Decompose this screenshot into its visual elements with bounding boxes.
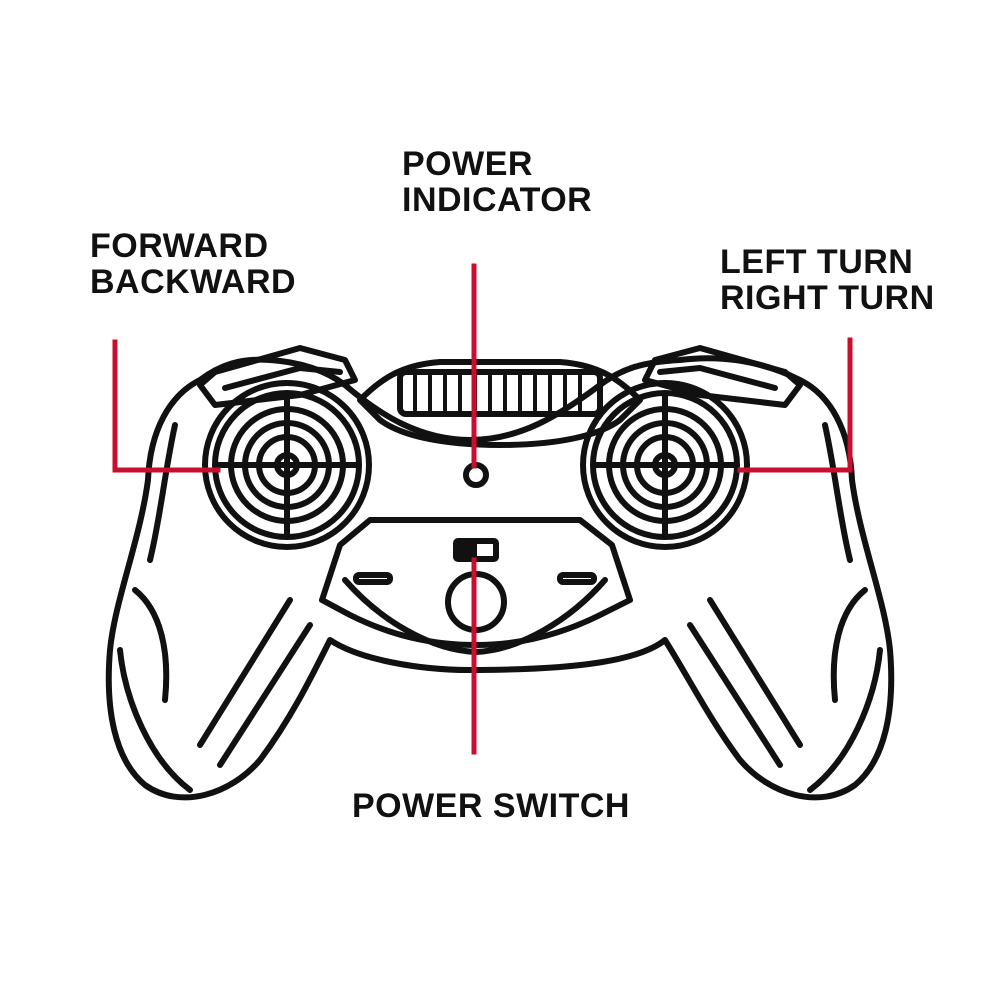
power-indicator-label: POWER INDICATOR [402,146,592,218]
right-shoulder-bumper [642,345,803,408]
left-right-turn-label-line1: LEFT TURN [720,243,914,281]
left-right-turn-label: LEFT TURN RIGHT TURN [720,244,935,316]
controller-inner-contour [147,422,853,563]
left-trim-bar [353,572,393,585]
power-switch-knob [455,540,477,560]
left-handle-grip [117,587,313,793]
power-indicator-label-line1: POWER [402,145,533,183]
top-center-housing [357,359,643,448]
power-switch-label: POWER SWITCH [352,788,630,824]
power-switch-label-line1: POWER SWITCH [352,787,630,825]
right-handle-grip [687,587,883,793]
leader-forward-backward [112,339,221,473]
left-right-turn-label-line2: RIGHT TURN [720,279,935,317]
lower-center-panel [319,517,633,648]
right-trim-bar [557,572,597,585]
top-grille [397,369,603,417]
forward-backward-label: FORWARD BACKWARD [90,228,296,300]
right-joystick [580,380,750,550]
power-indicator-label-line2: INDICATOR [402,181,593,219]
forward-backward-label-line2: BACKWARD [90,263,297,301]
leader-left-right-turn [737,337,853,473]
controller-body-outline [105,355,895,801]
left-joystick [202,380,372,550]
forward-backward-label-line1: FORWARD [90,227,269,265]
